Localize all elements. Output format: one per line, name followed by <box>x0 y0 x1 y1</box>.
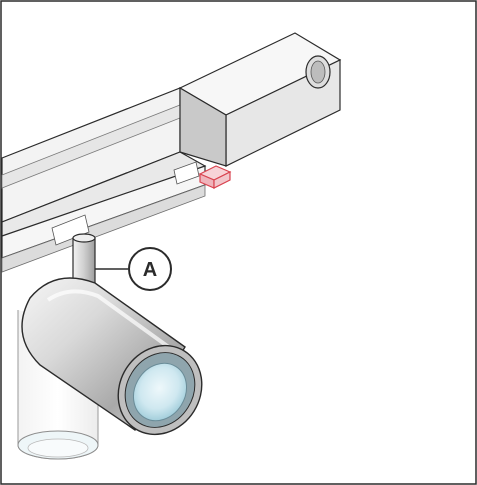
callout-label: A <box>143 259 157 281</box>
track-rail <box>1 87 207 273</box>
lens <box>133 362 187 422</box>
callout-circle <box>128 247 172 291</box>
connector-clip <box>198 165 232 189</box>
track-end-cap <box>178 32 342 167</box>
spotlight-body <box>21 277 203 436</box>
callout-a: A <box>95 247 172 291</box>
